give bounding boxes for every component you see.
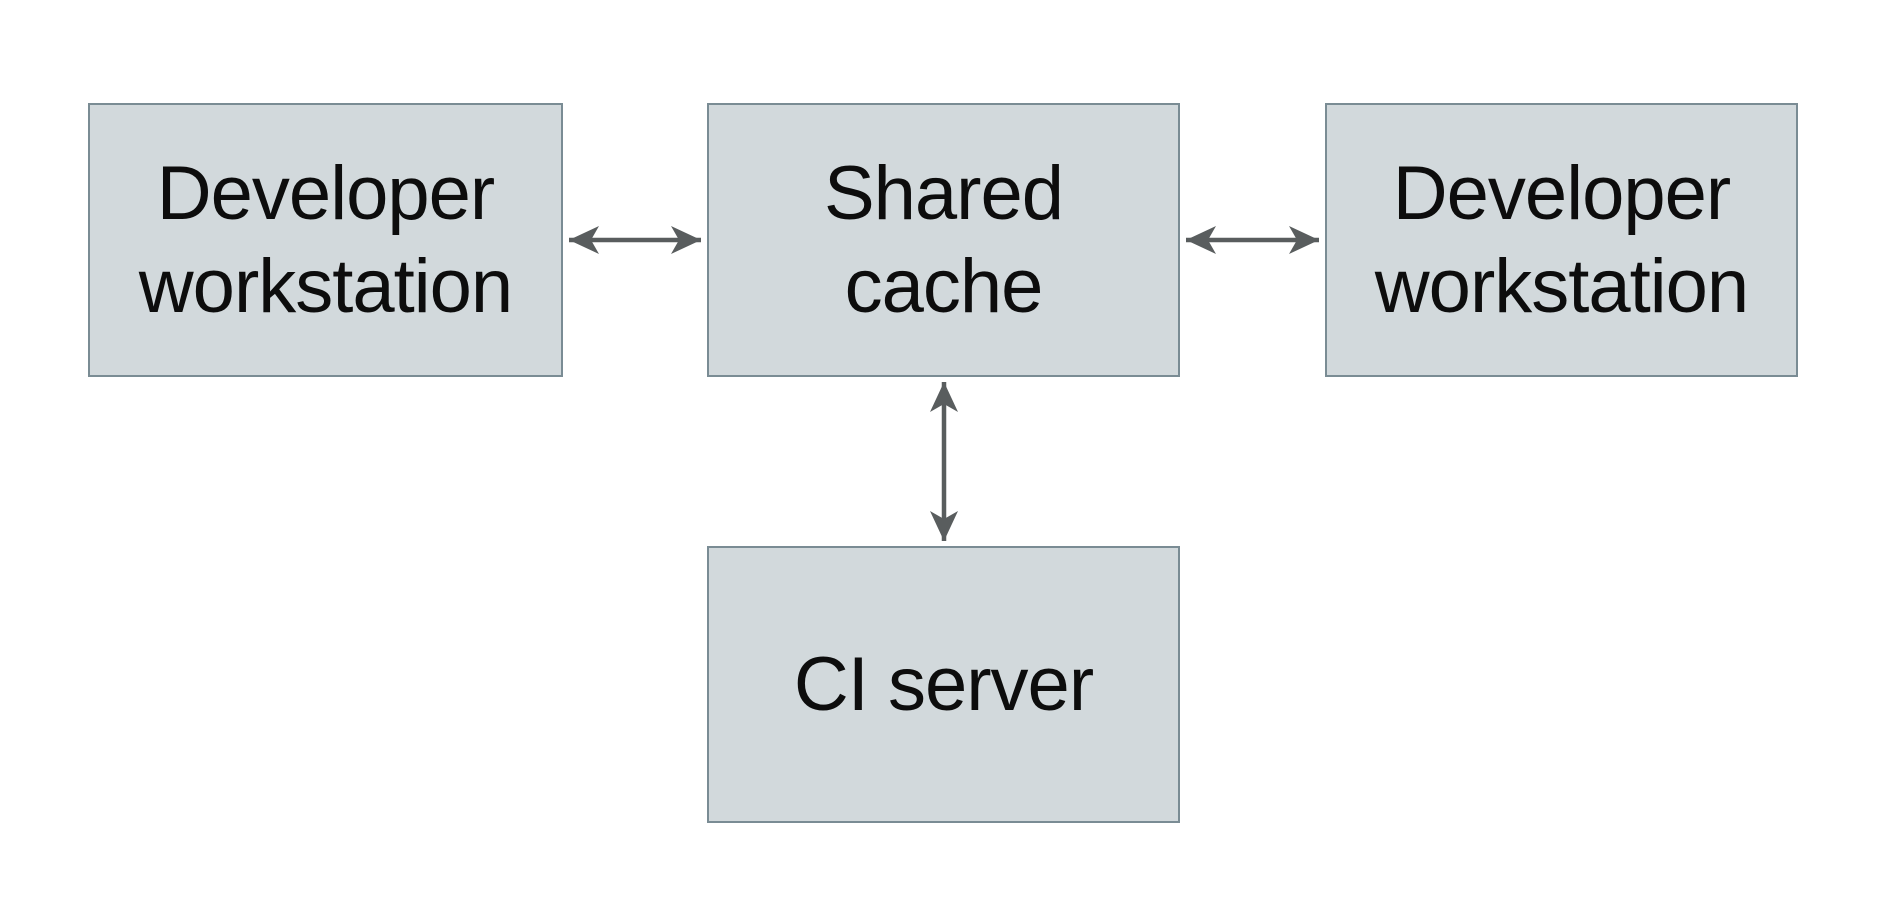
node-ci-server: CI server bbox=[707, 546, 1180, 823]
node-developer-workstation-left: Developer workstation bbox=[88, 103, 563, 377]
node-developer-workstation-right: Developer workstation bbox=[1325, 103, 1798, 377]
node-label: Developer workstation bbox=[1374, 150, 1749, 329]
node-label: Shared cache bbox=[823, 150, 1064, 329]
node-shared-cache: Shared cache bbox=[707, 103, 1180, 377]
node-label: CI server bbox=[793, 641, 1094, 727]
node-label: Developer workstation bbox=[138, 150, 513, 329]
